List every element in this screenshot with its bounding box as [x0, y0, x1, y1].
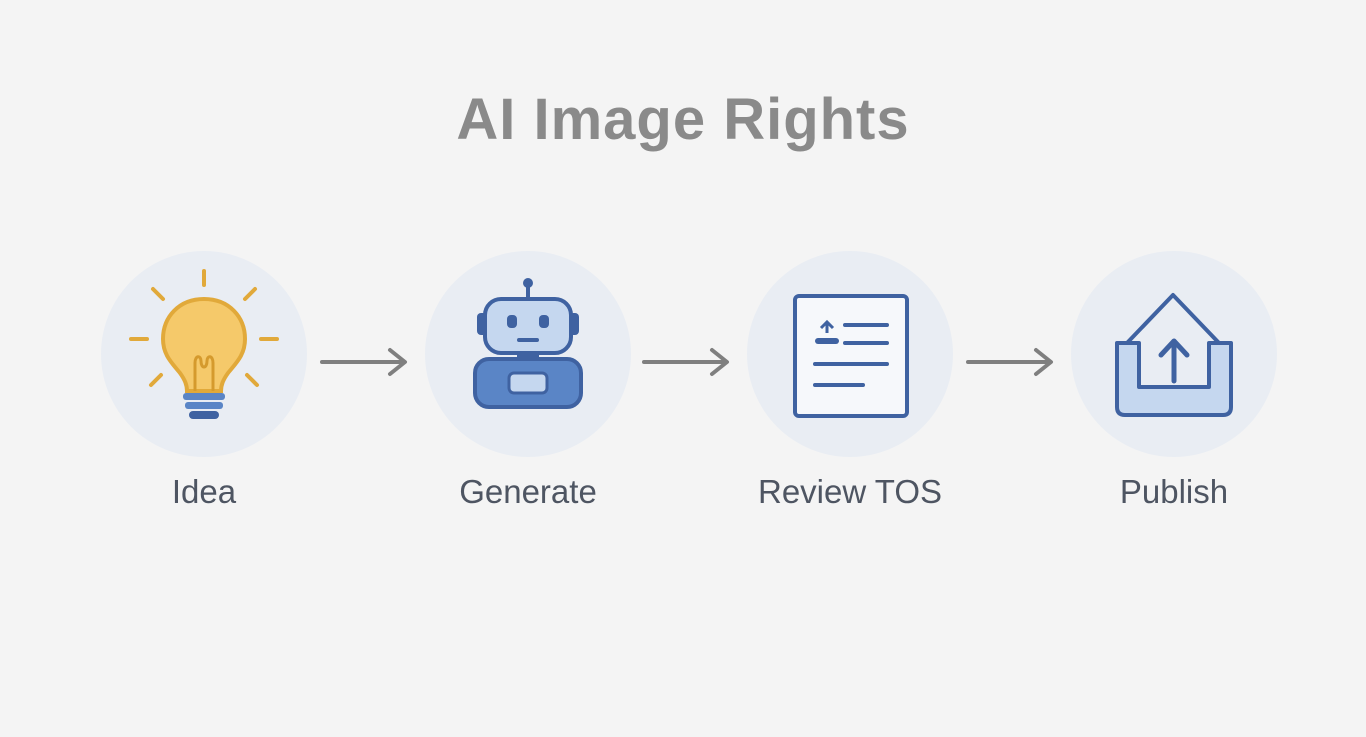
step-review-tos: Review TOS: [720, 251, 980, 521]
arrow-right-icon: [642, 348, 729, 376]
robot-icon: [473, 278, 583, 409]
step-review-tos-circle: [747, 251, 953, 457]
step-publish: Publish: [1044, 251, 1304, 521]
step-publish-label: Publish: [1119, 473, 1229, 510]
document-icon: [793, 294, 909, 418]
arrow-right-icon: [966, 348, 1053, 376]
arrow-right-icon: [320, 348, 407, 376]
diagram-title: AI Image Rights: [456, 87, 910, 152]
lightbulb-icon: [129, 269, 279, 419]
step-publish-circle: [1071, 251, 1277, 457]
step-generate-circle: [425, 251, 631, 457]
upload-tray-icon: [1115, 293, 1233, 417]
step-idea-label: Idea: [171, 473, 237, 510]
step-review-tos-label: Review TOS: [757, 473, 942, 510]
step-idea-circle: [101, 251, 307, 457]
step-generate: Generate: [398, 251, 658, 521]
step-generate-label: Generate: [459, 473, 597, 510]
step-idea: Idea: [74, 251, 334, 521]
